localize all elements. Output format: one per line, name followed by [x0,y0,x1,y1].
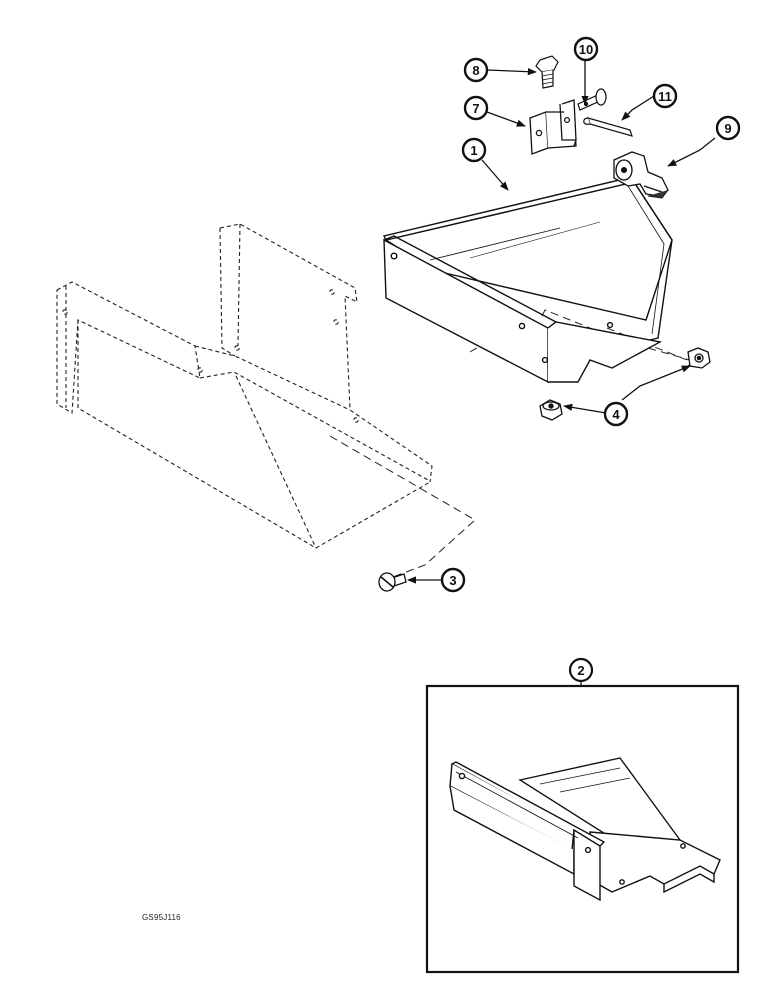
callout-leaders [407,60,716,584]
callout-9: 9 [715,115,741,141]
mounting-shroud-outline [56,223,433,549]
part-3-screw [378,572,407,592]
callout-8: 8 [463,57,489,83]
callout-11: 11 [652,83,678,109]
callout-10: 10 [573,36,599,62]
callout-9-label: 9 [724,121,731,136]
part-4-nut-left [539,399,563,421]
callout-2: 2 [568,657,594,686]
inset-frame [425,684,740,974]
figure-code: GS95J116 [142,913,181,922]
callout-4: 4 [603,401,629,427]
callout-7-label: 7 [472,101,479,116]
part-9-latch-knob [613,151,669,199]
callout-7: 7 [463,95,489,121]
callout-4-label: 4 [612,407,620,422]
callout-3: 3 [440,567,466,593]
part-8-bolt [535,55,559,89]
part-2-tray-variant [449,757,721,902]
part-11-cotter-pin [583,117,633,137]
callout-3-label: 3 [449,573,456,588]
part-10-pin [577,88,607,111]
callout-10-label: 10 [579,42,593,57]
callout-1-label: 1 [470,143,477,158]
callout-2-label: 2 [577,663,584,678]
callout-1: 1 [461,137,487,163]
part-1-tray [382,175,673,384]
callout-11-label: 11 [658,89,672,104]
callout-8-label: 8 [472,63,479,78]
part-7-bracket [529,99,577,155]
part-4-nut-right [687,347,711,369]
